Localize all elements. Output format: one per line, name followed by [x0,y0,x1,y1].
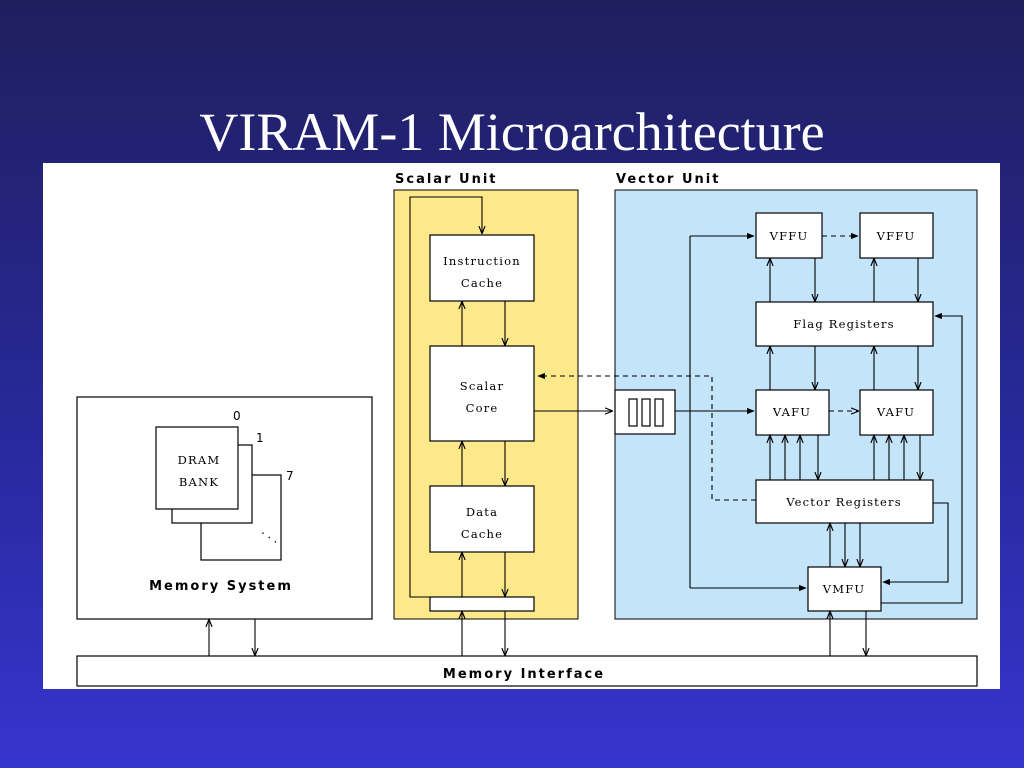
memory-connections [209,619,255,656]
scalar-connections [409,196,612,656]
dram-bank-0 [155,426,239,510]
data-cache-box [429,485,535,553]
data-cache-label: Cache [461,527,503,541]
vector-unit-label: Vector Unit [616,172,720,187]
scalar-core-label: Core [466,401,499,415]
memory-system-label: Memory System [149,579,293,594]
data-cache-label: Data [466,505,498,519]
vmfu-box [807,566,882,612]
vafu-box-1 [755,389,830,436]
bank-index-7: 7 [286,469,294,483]
scalar-core-box [429,345,535,442]
vafu-label: VAFU [876,405,915,419]
slide-title: VIRAM-1 Microarchitecture [199,102,825,162]
flag-registers-label: Flag Registers [793,317,895,331]
memory-interface-bar [76,655,978,687]
vffu-label: VFFU [876,229,916,243]
scalar-core-label: Scalar [460,379,504,393]
vffu-label: VFFU [769,229,809,243]
bank-index-1: 1 [256,431,264,445]
bank-index-0: 0 [233,409,241,423]
memory-interface-label: Memory Interface [443,667,605,682]
scalar-unit-label: Scalar Unit [395,172,498,187]
instruction-cache-label: Instruction [443,254,521,268]
architecture-diagram: Scalar Unit Vector Unit DRAM BANK 0 1 7 … [43,163,1000,689]
vafu-label: VAFU [772,405,811,419]
vector-registers-label: Vector Registers [785,495,902,509]
vffu-box-1 [755,212,823,259]
vffu-box-2 [859,212,934,259]
instruction-queue [614,389,676,435]
vmfu-label: VMFU [822,582,866,596]
dram-bank-label: BANK [179,475,219,489]
instruction-cache-label: Cache [461,276,503,290]
vafu-box-2 [859,389,934,436]
vector-connections [537,232,963,656]
flag-registers-box [755,301,934,347]
dram-bank-label: DRAM [178,453,221,467]
vector-registers-box [755,479,934,524]
scalar-bus-box [429,596,535,612]
instruction-cache-box [429,234,535,302]
